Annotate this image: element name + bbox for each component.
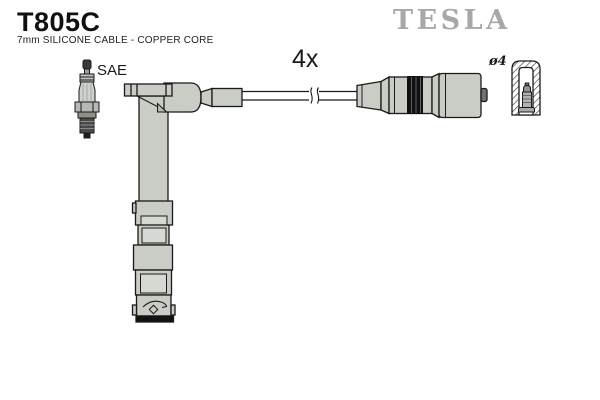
- ignition-cable-with-break: [242, 87, 357, 104]
- angled-spark-plug-boot: [123, 82, 243, 323]
- coil-end-connector: [356, 72, 488, 119]
- cable-spec-subtitle: 7mm SILICONE CABLE - COPPER CORE: [17, 35, 214, 46]
- ribbed-grip-band: [407, 76, 423, 114]
- tesla-logo: TESLA: [393, 5, 511, 36]
- part-number: T805C: [17, 7, 101, 37]
- sae-standard-label: SAE: [97, 62, 128, 79]
- terminal-boot-cross-section-icon: [511, 60, 541, 116]
- terminal-diameter-label: ø4: [489, 54, 507, 69]
- cable-break-mark: [316, 87, 320, 104]
- cable-break-mark: [310, 87, 313, 104]
- terminal-stud: [518, 82, 535, 113]
- boot-seal-band: [135, 315, 175, 323]
- connector-latch-nub: [480, 87, 488, 103]
- spark-plug-icon: [74, 59, 100, 139]
- quantity-label: 4x: [292, 45, 319, 73]
